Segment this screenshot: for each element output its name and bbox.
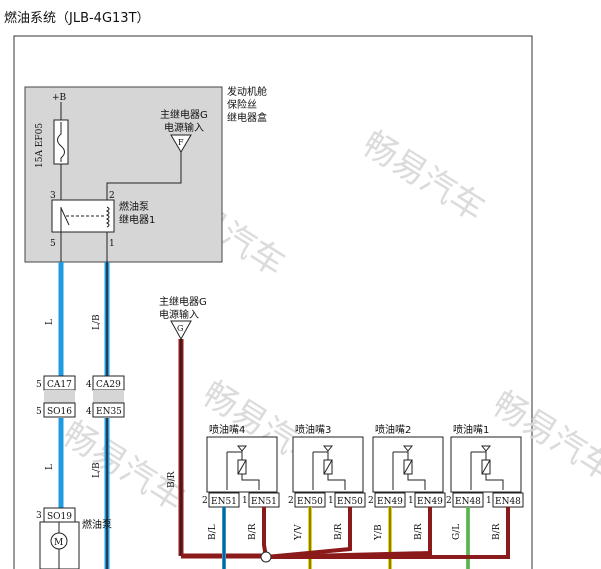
injector-pin-left: 2 xyxy=(446,496,452,506)
main-relay-f-letter: F xyxy=(178,138,184,147)
relay-box-label-line3: 继电器盒 xyxy=(227,111,267,124)
injector-power-wire-label: B/R xyxy=(492,523,502,540)
injector-lead-right xyxy=(407,474,426,490)
injector-label: 喷油嘴4 xyxy=(209,423,245,436)
main-relay-g-letter: G xyxy=(177,324,183,333)
relay-box-label-line1: 发动机舱 xyxy=(227,85,267,98)
injector-valve-icon xyxy=(480,445,492,452)
ca29-label: CA29 xyxy=(96,380,121,390)
injector-lead-right xyxy=(327,474,346,490)
injector-pin-right: 1 xyxy=(328,496,334,506)
connector-gap-left xyxy=(44,390,75,403)
injector-lead-top xyxy=(313,451,329,460)
en35-label: EN35 xyxy=(96,407,122,417)
injector-connector-right-label: EN51 xyxy=(251,497,277,507)
injector-coil-slash xyxy=(403,459,413,475)
main-relay-f-connector xyxy=(170,134,192,153)
injector-power-wire-label: B/R xyxy=(334,523,344,540)
injector-pin-right: 1 xyxy=(242,496,248,506)
page-title: 燃油系统（JLB-4G13T） xyxy=(4,11,150,26)
splice-point xyxy=(260,551,272,563)
wire-lb-upper-label: L/B xyxy=(92,314,102,330)
injector-coil-slash xyxy=(481,459,491,475)
ca17-label: CA17 xyxy=(47,380,72,390)
injector-power-wire-label: B/R xyxy=(248,523,258,540)
en35-pin: 4 xyxy=(86,407,92,417)
injector-valve-icon xyxy=(402,445,414,452)
pump-relay-label-line1: 燃油泵 xyxy=(119,200,149,213)
pin-1-label: 1 xyxy=(109,239,115,249)
relay-switch-arm xyxy=(60,207,70,226)
injector-lead-top xyxy=(227,451,243,460)
fuse-element-icon xyxy=(57,122,65,162)
en35-connector xyxy=(92,402,125,418)
injector-power-wire xyxy=(262,507,268,558)
wire-br-trunk-label: B/R xyxy=(167,471,177,488)
pin-2-label: 2 xyxy=(109,191,115,201)
injector-connector-right-label: EN50 xyxy=(337,497,363,507)
so19-pin: 3 xyxy=(36,511,42,521)
injector-signal-wire-label: G/L xyxy=(452,524,462,540)
injector-lead-right xyxy=(485,474,504,490)
injector-signal-wire-label: B/L xyxy=(208,524,218,540)
ca29-pin: 4 xyxy=(86,380,92,390)
main-relay-mid-label-line2: 电源输入 xyxy=(159,308,199,321)
wire-lb-lower-label: L/B xyxy=(92,462,102,478)
injector-pin-left: 2 xyxy=(368,496,374,506)
pump-relay-label-line2: 继电器1 xyxy=(119,213,155,226)
injector-connector-right-label: EN48 xyxy=(495,497,521,507)
injector-connector-left-label: EN48 xyxy=(455,497,481,507)
injector-signal-wire-label: Y/B xyxy=(374,524,384,541)
fuel-pump-label: 燃油泵 xyxy=(82,518,112,531)
so16-pin: 5 xyxy=(36,407,42,417)
wire-l-lower-label: L xyxy=(45,464,55,470)
injector-pin-left: 2 xyxy=(202,496,208,506)
injector-coil-slash xyxy=(323,459,333,475)
engine-relay-box xyxy=(24,86,223,263)
injector-label: 喷油嘴1 xyxy=(453,423,489,436)
power-label: +B xyxy=(52,93,67,103)
connector-gap-right xyxy=(93,390,124,403)
injector-power-wire xyxy=(266,507,510,559)
fuse-label: 15A EF05 xyxy=(35,123,45,168)
injector-pin-right: 1 xyxy=(408,496,414,506)
injector-lead-top xyxy=(471,451,487,460)
injector-label: 喷油嘴3 xyxy=(295,423,331,436)
diagram-frame xyxy=(13,35,533,569)
main-relay-g-connector xyxy=(170,320,192,341)
injector-lead-top xyxy=(393,451,409,460)
injector-connector-right-label: EN49 xyxy=(417,497,443,507)
injector-label: 喷油嘴2 xyxy=(375,423,411,436)
ca17-pin: 5 xyxy=(36,380,42,390)
injector-connector-left-label: EN51 xyxy=(211,497,237,507)
injector-valve-icon xyxy=(236,445,248,452)
so19-label: SO19 xyxy=(47,512,72,522)
wire-l-upper-label: L xyxy=(45,319,55,325)
so16-connector xyxy=(43,402,76,418)
injector-connector-left-label: EN49 xyxy=(377,497,403,507)
relay-coil-icon xyxy=(105,206,110,228)
watermark-text: 畅易汽车 xyxy=(55,414,192,520)
relay-to-main-relay-line xyxy=(106,147,182,200)
injector-valve-icon xyxy=(322,445,334,452)
injector-coil-slash xyxy=(237,459,247,475)
main-relay-top-label-line2: 电源输入 xyxy=(164,121,204,134)
so16-label: SO16 xyxy=(47,407,72,417)
injector-pin-right: 1 xyxy=(486,496,492,506)
injector-lead-right xyxy=(241,474,260,490)
injector-power-wire-label: B/R xyxy=(414,523,424,540)
relay-box-label-line2: 保险丝 xyxy=(227,98,257,111)
injector-pin-left: 2 xyxy=(288,496,294,506)
fuel-pump-motor-letter: M xyxy=(54,538,63,548)
pin-5-label: 5 xyxy=(50,239,56,249)
injector-signal-wire-label: Y/V xyxy=(294,524,304,541)
watermark-text: 畅易汽车 xyxy=(355,124,492,230)
injector-connector-left-label: EN50 xyxy=(297,497,323,507)
main-relay-top-label-line1: 主继电器G xyxy=(160,108,208,121)
main-relay-mid-label-line1: 主继电器G xyxy=(159,295,207,308)
pin-3-label: 3 xyxy=(50,191,56,201)
